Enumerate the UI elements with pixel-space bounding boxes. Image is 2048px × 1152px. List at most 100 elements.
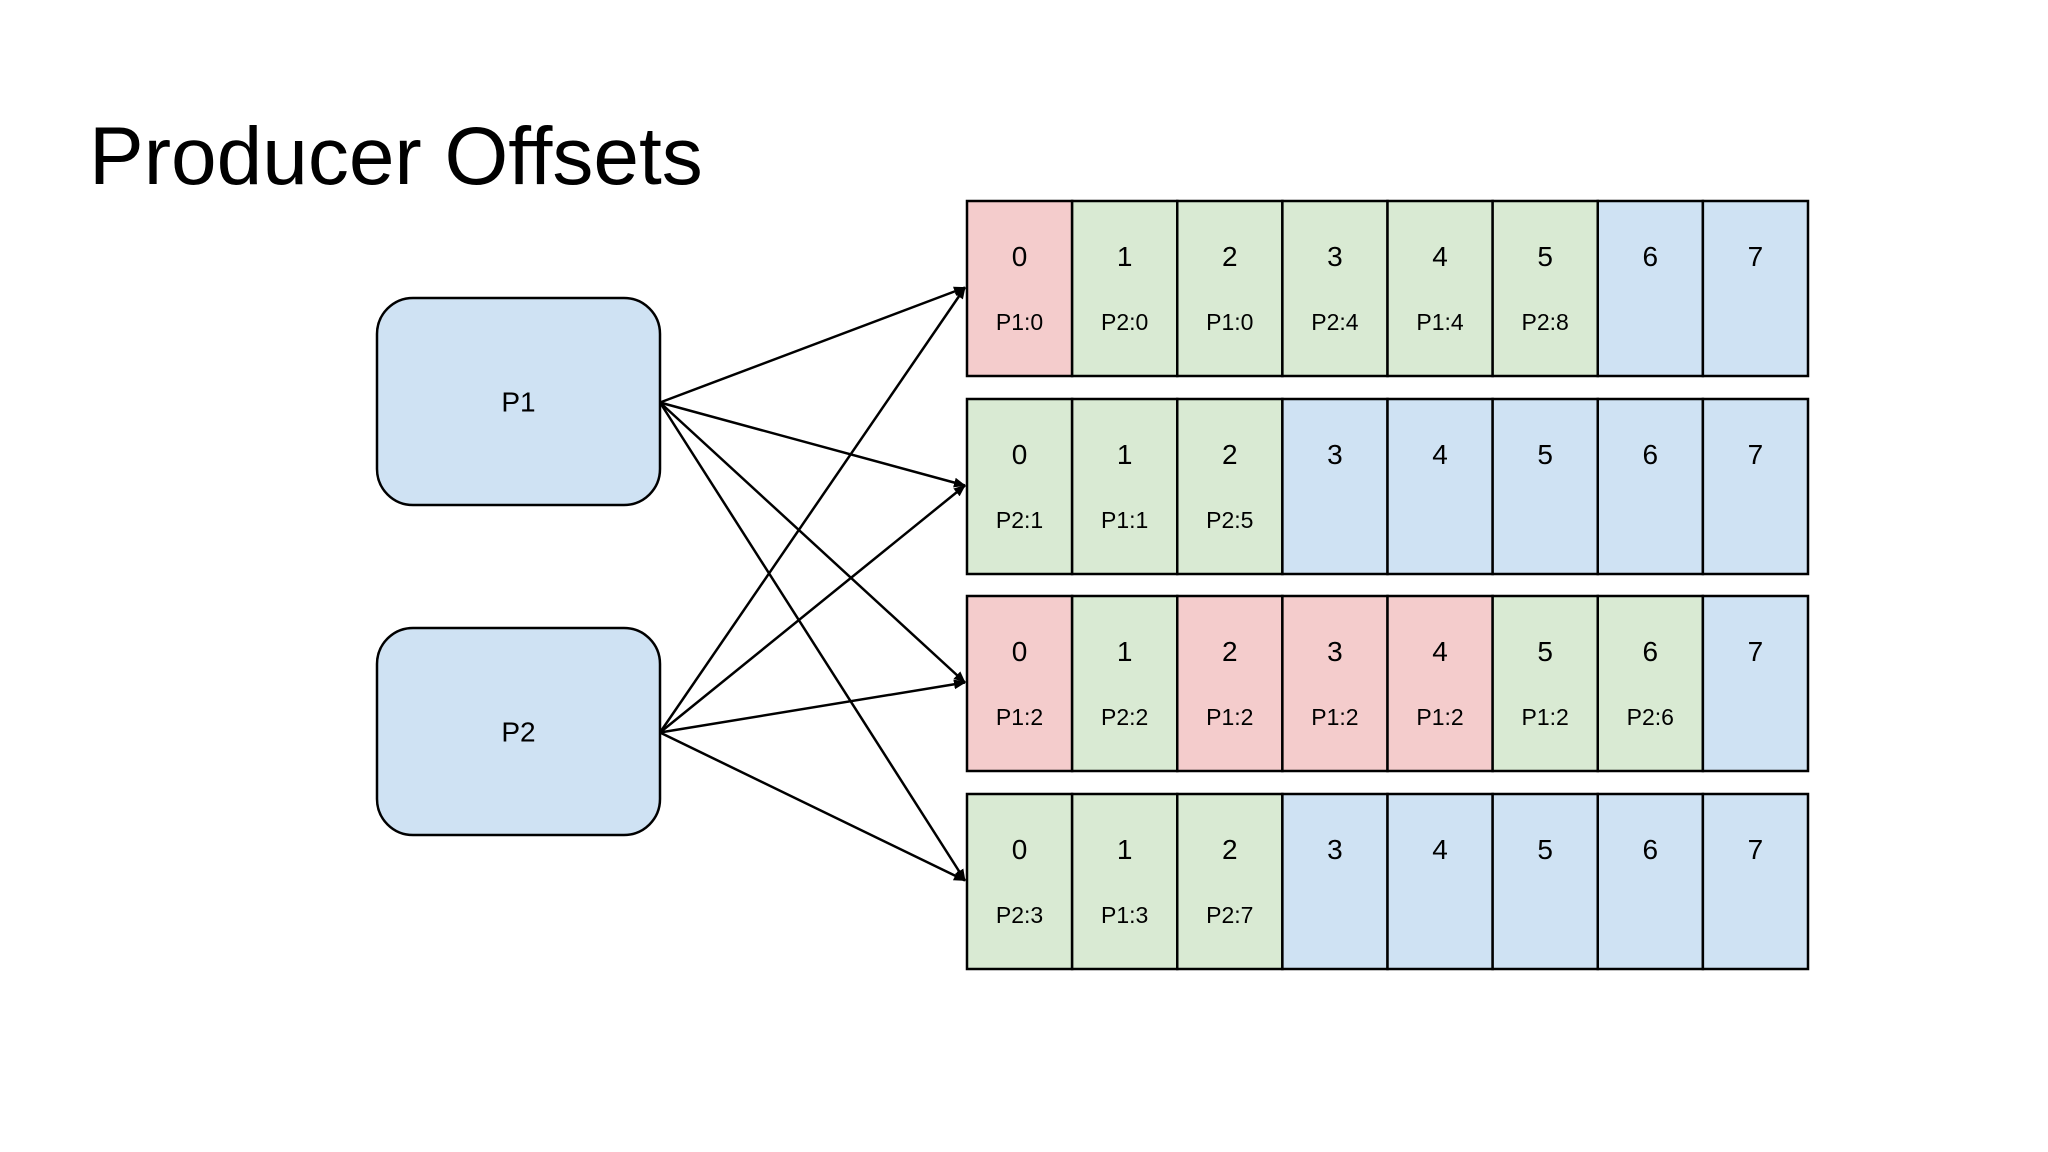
producer-p2: P2	[375, 626, 662, 837]
arrow-p2-to-partition-3	[659, 731, 966, 882]
partition-cell: 4	[1386, 397, 1494, 576]
partition-cell: 6	[1596, 397, 1705, 576]
cell-label: P2:3	[996, 902, 1043, 928]
cell-background	[1176, 594, 1284, 773]
arrow-p1-to-partition-0	[659, 286, 966, 404]
cell-background	[1701, 594, 1810, 773]
cell-label: P1:2	[1416, 704, 1463, 730]
partition-cell: 7	[1701, 199, 1810, 378]
cell-background	[1386, 792, 1494, 971]
partition-cell: 7	[1701, 397, 1810, 576]
cell-offset: 5	[1537, 241, 1553, 272]
arrow-p2-to-partition-1	[659, 484, 966, 734]
cell-offset: 7	[1748, 241, 1764, 272]
cell-offset: 7	[1748, 439, 1764, 470]
partition-cell: 2P2:7	[1176, 792, 1284, 971]
cell-background	[1281, 397, 1389, 576]
partition-cell: 4P1:4	[1386, 199, 1494, 378]
cell-background	[965, 792, 1074, 971]
cell-label: P1:1	[1101, 507, 1148, 533]
cell-background	[1596, 594, 1705, 773]
arrow-p2-to-partition-2	[659, 679, 966, 734]
cell-offset: 3	[1327, 241, 1343, 272]
cell-offset: 2	[1222, 636, 1238, 667]
partition-cell: 0P2:1	[965, 397, 1074, 576]
cell-background	[1701, 397, 1810, 576]
cell-label: P1:3	[1101, 902, 1148, 928]
cell-background	[1596, 199, 1705, 378]
cell-background	[1070, 199, 1179, 378]
cell-offset: 6	[1643, 834, 1659, 865]
cell-background	[1491, 199, 1599, 378]
cell-offset: 5	[1537, 834, 1553, 865]
cell-label: P1:2	[1206, 704, 1253, 730]
producer-box	[375, 626, 662, 837]
partition-cell: 3	[1281, 792, 1389, 971]
cell-offset: 5	[1537, 439, 1553, 470]
cell-background	[1176, 792, 1284, 971]
cell-background	[1281, 792, 1389, 971]
cell-background	[1386, 199, 1494, 378]
partition-cell: 2P1:2	[1176, 594, 1284, 773]
cell-label: P2:0	[1101, 309, 1148, 335]
cell-background	[965, 397, 1074, 576]
cell-background	[1070, 594, 1179, 773]
partition-cell: 1P1:3	[1070, 792, 1179, 971]
cell-offset: 6	[1643, 636, 1659, 667]
cell-offset: 2	[1222, 834, 1238, 865]
cell-label: P2:8	[1522, 309, 1569, 335]
cell-offset: 6	[1643, 439, 1659, 470]
cell-background	[1281, 199, 1389, 378]
partition-cell: 1P2:2	[1070, 594, 1179, 773]
cell-offset: 1	[1117, 636, 1133, 667]
cell-offset: 4	[1432, 241, 1448, 272]
cell-offset: 4	[1432, 439, 1448, 470]
cell-background	[1701, 199, 1810, 378]
arrow-p1-to-partition-2	[659, 401, 966, 684]
cell-offset: 5	[1537, 636, 1553, 667]
partition-cell: 1P1:1	[1070, 397, 1179, 576]
cell-background	[1596, 792, 1705, 971]
partition-cell: 7	[1701, 594, 1810, 773]
partition-cell: 5	[1491, 397, 1599, 576]
cell-background	[1386, 594, 1494, 773]
page-title: Producer Offsets	[89, 111, 703, 202]
cell-offset: 2	[1222, 439, 1238, 470]
cell-background	[1070, 792, 1179, 971]
cell-offset: 3	[1327, 439, 1343, 470]
cell-background	[1491, 792, 1599, 971]
cell-offset: 0	[1012, 439, 1028, 470]
partition-cell: 3P1:2	[1281, 594, 1389, 773]
cell-offset: 0	[1012, 241, 1028, 272]
cell-background	[1386, 397, 1494, 576]
cell-label: P2:4	[1311, 309, 1359, 335]
cell-background	[965, 199, 1074, 378]
producer-label: P2	[501, 717, 535, 748]
partition-cell: 4	[1386, 792, 1494, 971]
cell-label: P2:1	[996, 507, 1043, 533]
partition-cell: 2P2:5	[1176, 397, 1284, 576]
cell-label: P1:2	[996, 704, 1043, 730]
cell-background	[1491, 594, 1599, 773]
cell-offset: 4	[1432, 636, 1448, 667]
cell-offset: 7	[1748, 834, 1764, 865]
cell-label: P1:2	[1522, 704, 1569, 730]
cell-label: P1:4	[1416, 309, 1464, 335]
cell-label: P2:7	[1206, 902, 1253, 928]
cell-label: P1:2	[1311, 704, 1358, 730]
partition-cell: 6	[1596, 792, 1705, 971]
cell-background	[1176, 397, 1284, 576]
partition-cell: 7	[1701, 792, 1810, 971]
partition-cell: 5P1:2	[1491, 594, 1599, 773]
cell-offset: 3	[1327, 834, 1343, 865]
partition-cell: 6	[1596, 199, 1705, 378]
cell-offset: 3	[1327, 636, 1343, 667]
producer-p1: P1	[375, 296, 662, 507]
cell-offset: 7	[1748, 636, 1764, 667]
cell-background	[1176, 199, 1284, 378]
partition-cell: 0P2:3	[965, 792, 1074, 971]
